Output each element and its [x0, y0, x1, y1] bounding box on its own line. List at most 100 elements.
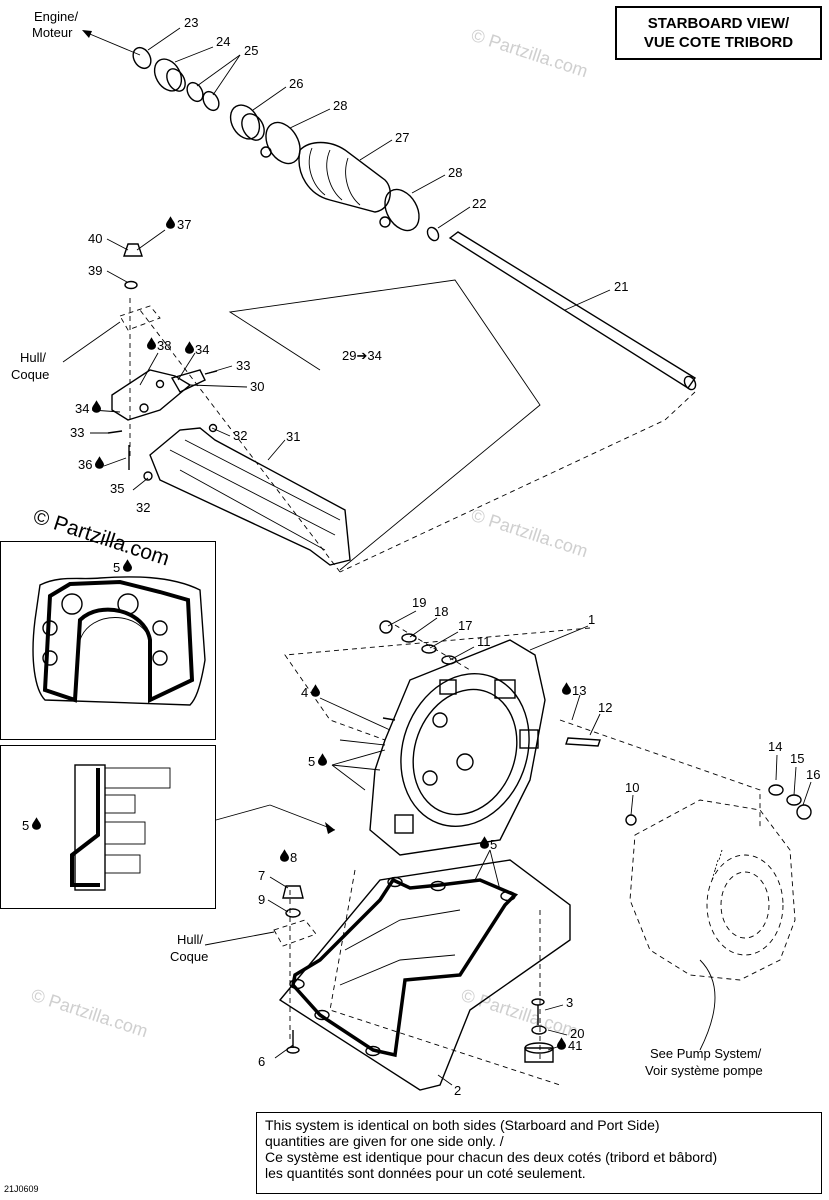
- nut-19: [379, 620, 393, 634]
- callout-25: 25: [244, 43, 258, 58]
- location-labels: Engine/ Moteur Hull/ Coque Hull/ Coque S…: [11, 9, 763, 1078]
- callout-10: 10: [625, 780, 639, 795]
- engine-label-en: Engine/: [34, 9, 78, 24]
- callout-31: 31: [286, 429, 300, 444]
- engine-label-fr: Moteur: [32, 25, 73, 40]
- callout-21: 21: [614, 279, 628, 294]
- leader-lines: [62, 27, 812, 1086]
- callout-32a: 32: [233, 428, 247, 443]
- callout-9: 9: [258, 892, 265, 907]
- view-title-en: STARBOARD VIEW/: [647, 15, 790, 32]
- callout-17: 17: [458, 618, 472, 633]
- watermarks: © Partzilla.com © Partzilla.com © Partzi…: [29, 25, 591, 1042]
- pump-housing-1: [369, 639, 601, 856]
- callout-34a: 34: [195, 342, 209, 357]
- watermark-4: © Partzilla.com: [29, 985, 151, 1042]
- drop-icon: [95, 456, 104, 469]
- callout-6: 6: [258, 1054, 265, 1069]
- watermark-1: © Partzilla.com: [469, 25, 591, 82]
- engine-arrow-head: [82, 30, 92, 38]
- callout-18: 18: [434, 604, 448, 619]
- hull-mount-plate-top: [119, 305, 161, 331]
- callout-37: 37: [177, 217, 191, 232]
- callout-15: 15: [790, 751, 804, 766]
- callouts: 23 24 25 26 28 27 28 22 21 40 37 39 38 3…: [22, 15, 820, 1098]
- nut-40: [123, 243, 143, 257]
- view-title-fr: VUE COTE TRIBORD: [643, 34, 794, 51]
- grommet-41: [524, 1047, 554, 1063]
- washer-17: [421, 644, 437, 654]
- range-label-29-34: 29➔34: [342, 348, 382, 363]
- note-line-3: Ce système est identique pour chacun des…: [265, 1149, 718, 1165]
- callout-19: 19: [412, 595, 426, 610]
- callout-34b: 34: [75, 401, 89, 416]
- drop-icon: [32, 817, 41, 830]
- drawing-code: 21J0609: [4, 1184, 39, 1194]
- callout-4: 4: [301, 685, 308, 700]
- washer-15: [786, 794, 802, 806]
- pump-label-en: See Pump System/: [650, 1046, 762, 1061]
- callout-20: 20: [570, 1026, 584, 1041]
- callout-27: 27: [395, 130, 409, 145]
- callout-39: 39: [88, 263, 102, 278]
- inset-gasket-front: [0, 541, 216, 740]
- screw-33b: [107, 430, 123, 434]
- drop-icon: [480, 836, 489, 849]
- callout-7: 7: [258, 868, 265, 883]
- callout-16: 16: [806, 767, 820, 782]
- bushing-24: [153, 58, 183, 92]
- shaft-21: [448, 231, 696, 389]
- seal-26: [229, 104, 261, 140]
- stud-12: [565, 737, 601, 747]
- clip-10: [625, 814, 637, 826]
- drop-icon: [147, 337, 156, 350]
- intake-grate-2: [278, 859, 571, 1091]
- bracket-assembly: [107, 243, 351, 566]
- nut-32a: [208, 423, 218, 433]
- note-box: This system is identical on both sides (…: [256, 1112, 822, 1194]
- clamp-28a: [265, 121, 301, 165]
- callout-22: 22: [472, 196, 486, 211]
- engine-arrow: [84, 31, 141, 56]
- watermark-main: © Partzilla.com: [30, 505, 172, 571]
- o-ring-25a: [186, 81, 204, 103]
- nut-7: [282, 885, 304, 899]
- callout-23: 23: [184, 15, 198, 30]
- clamp-28b: [384, 188, 420, 232]
- bracket-38: [111, 369, 192, 421]
- washer-39: [124, 280, 138, 290]
- pump-unit-reference: [629, 799, 796, 981]
- view-title-box: STARBOARD VIEW/ VUE COTE TRIBORD: [615, 6, 822, 60]
- callout-5b: 5: [308, 754, 315, 769]
- nuts-washers-right: [625, 784, 812, 826]
- callout-28b: 28: [448, 165, 462, 180]
- hull-label-top-en: Hull/: [20, 350, 46, 365]
- washer-18: [401, 633, 417, 643]
- callout-26: 26: [289, 76, 303, 91]
- nuts-washers-upper: [379, 620, 457, 665]
- trim-plate-31: [149, 427, 351, 566]
- callout-38: 38: [157, 338, 171, 353]
- inset-gasket-front-drawing: [32, 576, 206, 706]
- drop-icon: [280, 849, 289, 862]
- washer-9: [285, 908, 301, 918]
- drop-icon: [557, 1037, 566, 1050]
- callout-30: 30: [250, 379, 264, 394]
- hull-label-bottom-fr: Coque: [170, 949, 208, 964]
- nut-16: [796, 804, 812, 820]
- callout-35: 35: [110, 481, 124, 496]
- inset-gasket-side: [0, 745, 216, 909]
- drop-icon: [166, 216, 175, 229]
- washer-20: [531, 1025, 547, 1035]
- callout-12: 12: [598, 700, 612, 715]
- callout-11: 11: [477, 634, 491, 649]
- boot-27: [298, 141, 391, 213]
- drop-icon: [311, 684, 320, 697]
- hardware-lower: [282, 885, 554, 1063]
- nut-32b: [143, 471, 153, 481]
- callout-14: 14: [768, 739, 782, 754]
- washer-11: [441, 655, 457, 665]
- screw-33a: [204, 370, 218, 375]
- note-line-1: This system is identical on both sides (…: [265, 1117, 660, 1133]
